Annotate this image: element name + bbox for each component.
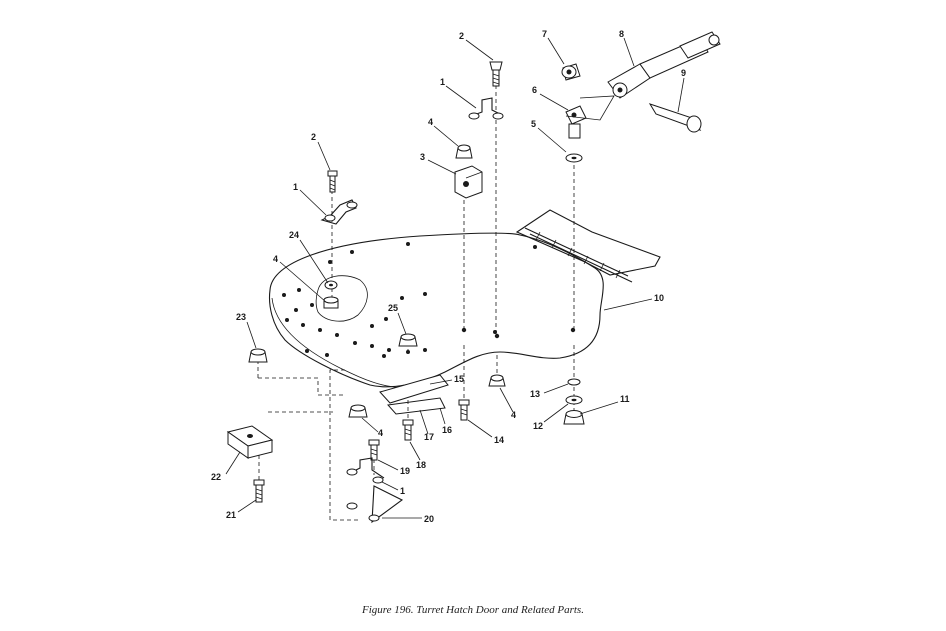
hinge [515,209,661,283]
callout-4: 4 [273,254,278,264]
callout-17: 17 [424,432,434,442]
callout-1: 1 [400,486,405,496]
nut-23 [248,348,268,363]
callout-9: 9 [681,68,686,78]
callout-7: 7 [542,29,547,39]
nut-25 [398,333,418,347]
leader-lines [225,37,685,519]
callout-25: 25 [388,303,398,313]
lower-right-stack [563,378,585,425]
screw-19 [368,439,380,461]
callouts: 2 1 24 4 23 25 2 1 4 3 7 8 9 6 5 10 11 1… [211,29,686,524]
callout-21: 21 [226,510,236,520]
screw-18 [402,419,414,441]
spacer-block [226,425,274,459]
screw-top [489,61,503,87]
callout-15: 15 [454,374,464,384]
screw-left [327,170,338,193]
nut-under [488,374,506,387]
hatch-door-plate [268,232,604,388]
screw-14 [458,399,470,421]
screw-21 [253,479,265,503]
bracket-block [454,165,483,199]
callout-22: 22 [211,472,221,482]
callout-4: 4 [511,410,516,420]
callout-19: 19 [400,466,410,476]
callout-8: 8 [619,29,624,39]
washer-5 [565,153,583,163]
callout-3: 3 [420,152,425,162]
nut-top [455,144,473,159]
callout-11: 11 [620,394,630,404]
callout-24: 24 [289,230,299,240]
clip-lower [346,457,404,524]
callout-4: 4 [378,428,383,438]
callout-13: 13 [530,389,540,399]
callout-1: 1 [440,77,445,87]
callout-23: 23 [236,312,246,322]
callout-4: 4 [428,117,433,127]
callout-2: 2 [311,132,316,142]
clip-top [468,97,504,120]
assembly-centerlines [257,85,575,521]
callout-14: 14 [494,435,504,445]
callout-18: 18 [416,460,426,470]
nut-lower [348,404,368,418]
callout-5: 5 [531,119,536,129]
clip-left [320,199,358,225]
callout-10: 10 [654,293,664,303]
callout-16: 16 [442,425,452,435]
figure-caption: Figure 196. Turret Hatch Door and Relate… [362,604,584,616]
washer-cutaway [323,280,339,309]
linkage [561,31,721,139]
callout-2: 2 [459,31,464,41]
callout-12: 12 [533,421,543,431]
callout-6: 6 [532,85,537,95]
callout-20: 20 [424,514,434,524]
strap-assembly [379,374,449,415]
callout-1: 1 [293,182,298,192]
